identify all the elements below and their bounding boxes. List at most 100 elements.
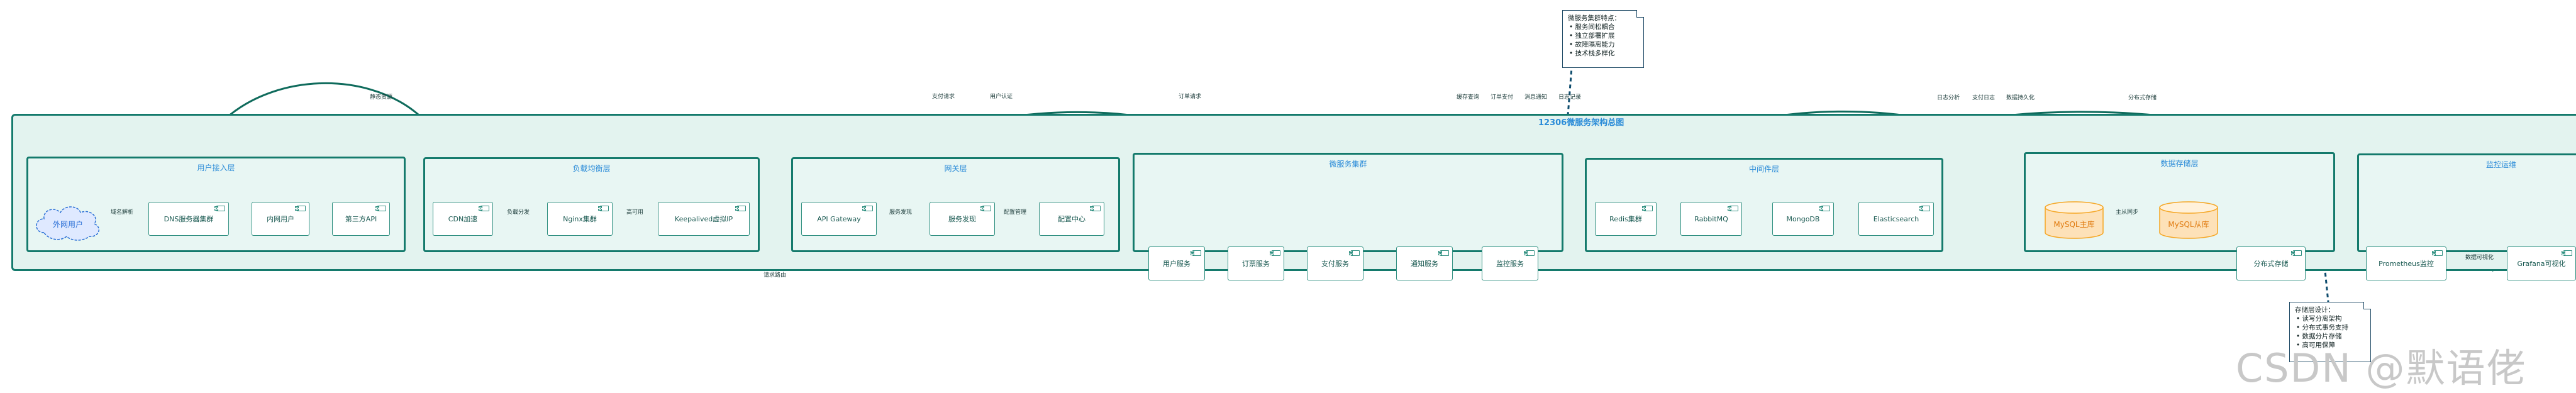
layer-title: 负载均衡层 bbox=[572, 164, 611, 173]
grafana-visualization: Grafana可视化 bbox=[2507, 246, 2576, 280]
nginx-cluster: Nginx集群 bbox=[547, 202, 613, 236]
edge-label: 订单支付 bbox=[1491, 94, 1514, 101]
note-title: 存储层设计： bbox=[2295, 306, 2334, 314]
edge-label: 支付请求 bbox=[932, 94, 955, 100]
component-icon bbox=[1919, 206, 1930, 211]
notification-service: 通知服务 bbox=[1396, 246, 1453, 280]
monitor-service: 监控服务 bbox=[1482, 246, 1538, 280]
third-party-api: 第三方API bbox=[332, 202, 390, 236]
layer-title: 数据存储层 bbox=[2160, 159, 2199, 168]
component-icon bbox=[1349, 250, 1360, 256]
edge-label: 缓存查询 bbox=[1457, 94, 1480, 101]
component-label: 订票服务 bbox=[1242, 260, 1270, 268]
edge-label: 请求路由 bbox=[763, 272, 787, 279]
prometheus-monitor: Prometheus监控 bbox=[2366, 246, 2446, 280]
note-item: 分布式事务支持 bbox=[2296, 323, 2365, 332]
edge-label: 负载分发 bbox=[507, 209, 530, 216]
component-icon bbox=[2291, 250, 2302, 256]
component-label: RabbitMQ bbox=[1694, 214, 1728, 223]
component-icon bbox=[1728, 206, 1738, 211]
component-icon bbox=[598, 206, 609, 211]
mysql-slave-db: MySQL从库 bbox=[2159, 201, 2218, 239]
cloud-icon bbox=[36, 206, 100, 241]
component-label: Prometheus监控 bbox=[2379, 260, 2434, 268]
cloud-wrapper: 外网用户 bbox=[36, 206, 100, 241]
config-center: 配置中心 bbox=[1039, 202, 1104, 236]
payment-service: 支付服务 bbox=[1307, 246, 1363, 280]
component-label: Elasticsearch bbox=[1873, 214, 1919, 223]
edge-label: 订单请求 bbox=[1179, 94, 1202, 100]
layer-services: 微服务集群 bbox=[1133, 153, 1563, 252]
layer-monitoring: 监控运维 bbox=[2357, 153, 2576, 252]
external-user-cloud bbox=[31, 244, 104, 288]
layer-title: 微服务集群 bbox=[1329, 160, 1367, 169]
component-icon bbox=[1270, 250, 1280, 256]
database-icon bbox=[2159, 208, 2218, 239]
component-icon bbox=[479, 206, 489, 211]
component-label: MySQL从库 bbox=[2168, 219, 2209, 229]
component-icon bbox=[2432, 250, 2443, 256]
note-item: 故障隔离能力 bbox=[1569, 40, 1638, 49]
component-label: MongoDB bbox=[1786, 214, 1820, 223]
mongodb: MongoDB bbox=[1772, 202, 1834, 236]
component-icon bbox=[980, 206, 991, 211]
database-icon bbox=[2045, 208, 2104, 239]
redis-cluster: Redis集群 bbox=[1595, 202, 1657, 236]
layer-title: 中间件层 bbox=[1748, 165, 1779, 174]
user-service: 用户服务 bbox=[1148, 246, 1205, 280]
edge-label: 主从同步 bbox=[2116, 209, 2139, 216]
edge-label: 消息通知 bbox=[1524, 94, 1548, 101]
architecture-diagram: 12306微服务架构总图 用户接入层 负载均衡层 网关层 微服务集群 中间件层 … bbox=[0, 0, 2576, 370]
layer-title: 网关层 bbox=[944, 164, 967, 173]
component-icon bbox=[375, 206, 386, 211]
component-label: DNS服务器集群 bbox=[164, 215, 214, 223]
dns-server-cluster: DNS服务器集群 bbox=[148, 202, 229, 236]
component-icon bbox=[862, 206, 873, 211]
rabbitmq: RabbitMQ bbox=[1680, 202, 1742, 236]
edge-label: 支付日志 bbox=[1972, 95, 1996, 101]
component-label: 内网用户 bbox=[267, 215, 294, 223]
watermark: CSDN @默语佬 bbox=[2236, 345, 2527, 391]
edge-label: 域名解析 bbox=[111, 209, 134, 216]
component-label: 监控服务 bbox=[1496, 260, 1524, 268]
edge-label: 数据可视化 bbox=[2465, 255, 2494, 261]
edge-label: 日志记录 bbox=[1558, 94, 1582, 101]
component-label: 配置中心 bbox=[1058, 215, 1085, 223]
component-icon bbox=[2562, 250, 2572, 256]
component-label: 用户服务 bbox=[1163, 260, 1191, 268]
component-label: 分布式存储 bbox=[2253, 260, 2289, 268]
component-icon bbox=[1642, 206, 1653, 211]
edge-label: 数据持久化 bbox=[2006, 95, 2035, 101]
component-label: Nginx集群 bbox=[563, 215, 597, 223]
component-label: 服务发现 bbox=[948, 215, 976, 223]
component-label: Redis集群 bbox=[1609, 215, 1642, 223]
note-corner-icon bbox=[2363, 302, 2371, 309]
component-label: 第三方API bbox=[345, 215, 377, 223]
component-icon bbox=[1524, 250, 1535, 256]
edge-label: 配置管理 bbox=[1004, 209, 1027, 216]
component-label: 支付服务 bbox=[1321, 260, 1349, 268]
edge-label: 静态资源 bbox=[370, 94, 393, 101]
microservice-note: 微服务集群特点： 服务间松耦合 独立部署扩展 故障隔离能力 技术栈多样化 bbox=[1562, 10, 1644, 68]
ticket-service: 订票服务 bbox=[1228, 246, 1284, 280]
mysql-master-db: MySQL主库 bbox=[2045, 201, 2104, 239]
note-item: 高可用保障 bbox=[2296, 341, 2365, 350]
component-label: 通知服务 bbox=[1411, 260, 1438, 268]
note-item: 读写分离架构 bbox=[2296, 314, 2365, 323]
note-item: 技术栈多样化 bbox=[1569, 49, 1638, 58]
edge-label: 用户认证 bbox=[990, 94, 1013, 100]
component-label: Grafana可视化 bbox=[2517, 260, 2566, 268]
note-item: 数据分片存储 bbox=[2296, 332, 2365, 341]
component-label: Keepalived虚拟IP bbox=[674, 215, 733, 223]
component-icon bbox=[1191, 250, 1201, 256]
note-corner-icon bbox=[1636, 10, 1644, 18]
component-icon bbox=[1090, 206, 1101, 211]
service-discovery: 服务发现 bbox=[930, 202, 995, 236]
note-title: 微服务集群特点： bbox=[1568, 14, 1621, 22]
note-item: 独立部署扩展 bbox=[1569, 31, 1638, 40]
diagram-title: 12306微服务架构总图 bbox=[1538, 118, 1624, 128]
component-icon bbox=[1819, 206, 1830, 211]
keepalived-vip: Keepalived虚拟IP bbox=[658, 202, 750, 236]
component-icon bbox=[1438, 250, 1449, 256]
storage-note: 存储层设计： 读写分离架构 分布式事务支持 数据分片存储 高可用保障 bbox=[2289, 302, 2371, 362]
